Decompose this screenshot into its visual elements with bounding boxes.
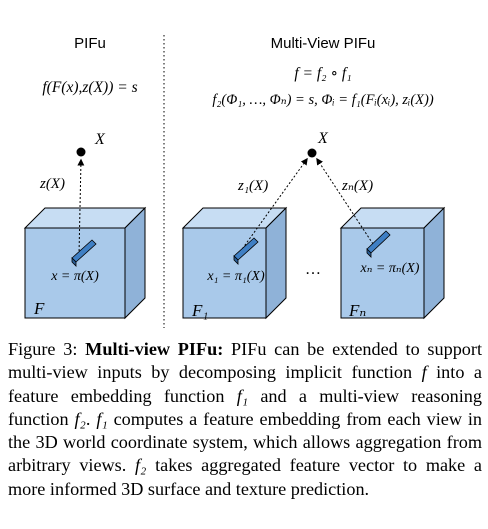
left-feature-cube <box>23 206 147 320</box>
caption-title: Multi-view PIFu: <box>85 339 224 359</box>
right-equation-1: f = f₂ ∘ f₁ <box>294 65 351 82</box>
feature-map-label-F: F <box>33 299 45 318</box>
depth-arrow-view-1 <box>239 157 308 253</box>
depth-label-view-n: zₙ(X) <box>341 178 373 194</box>
cube-front-face <box>24 227 126 319</box>
multi-view-point-label-X: X <box>317 130 329 147</box>
caption-text-2: into a feature embedding function <box>8 362 482 406</box>
cube-side-face <box>124 206 146 320</box>
caption-text-4: . <box>85 408 97 429</box>
right-panel-title: Multi-View PIFu <box>271 35 376 52</box>
caption-math-f: f <box>421 362 427 383</box>
ellipsis: … <box>305 261 321 278</box>
feature-cube-Fn <box>339 206 446 320</box>
caption-math-f2-b: f₂ <box>135 455 147 476</box>
caption-math-f1: f₁ <box>236 385 249 406</box>
projection-label-view-1: x₁ = π₁(X) <box>206 269 265 284</box>
query-point-X <box>76 147 86 157</box>
left-panel-title: PIFu <box>74 35 106 52</box>
projection-label: x = π(X) <box>50 269 99 284</box>
projection-label-view-n: xₙ = πₙ(X) <box>360 261 420 276</box>
figure-caption: Figure 3: Multi-view PIFu: PIFu can be e… <box>8 338 482 501</box>
caption-text-3: and a multi-view reasoning function <box>8 385 482 429</box>
feature-map-label-F1: F₁ <box>191 301 208 320</box>
point-label-X: X <box>94 131 106 148</box>
right-equation-2: f₂(Φ₁, …, Φₙ) = s, Φᵢ = f₁(Fᵢ(xᵢ), zᵢ(X)… <box>212 92 434 108</box>
feature-map-label-Fn: Fₙ <box>348 301 366 320</box>
figure-3-diagram: PIFu f(F(x),z(X)) = s X z(X) x = π(X) F … <box>23 35 446 328</box>
left-equation: f(F(x),z(X)) = s <box>42 79 137 96</box>
depth-label-view-1: z₁(X) <box>237 178 268 194</box>
pixel-feature-bar-view-n <box>366 230 391 258</box>
caption-text-6: takes aggregated feature vector to make … <box>8 455 482 499</box>
depth-label: z(X) <box>39 176 65 192</box>
depth-arrow-view-n <box>316 157 374 245</box>
pixel-feature-bar <box>71 239 97 267</box>
caption-text-1: PIFu can be extended to support multi-vi… <box>8 339 482 383</box>
caption-math-f2: f₂ <box>74 408 86 429</box>
multi-view-query-point-X <box>307 148 317 158</box>
caption-math-f1-b: f₁ <box>96 408 108 429</box>
cube-top-face <box>23 207 147 229</box>
caption-text-5: computes a feature embedding from each v… <box>8 408 483 476</box>
pixel-feature-bar-view-1 <box>233 237 259 265</box>
caption-label: Figure 3: <box>8 339 78 359</box>
